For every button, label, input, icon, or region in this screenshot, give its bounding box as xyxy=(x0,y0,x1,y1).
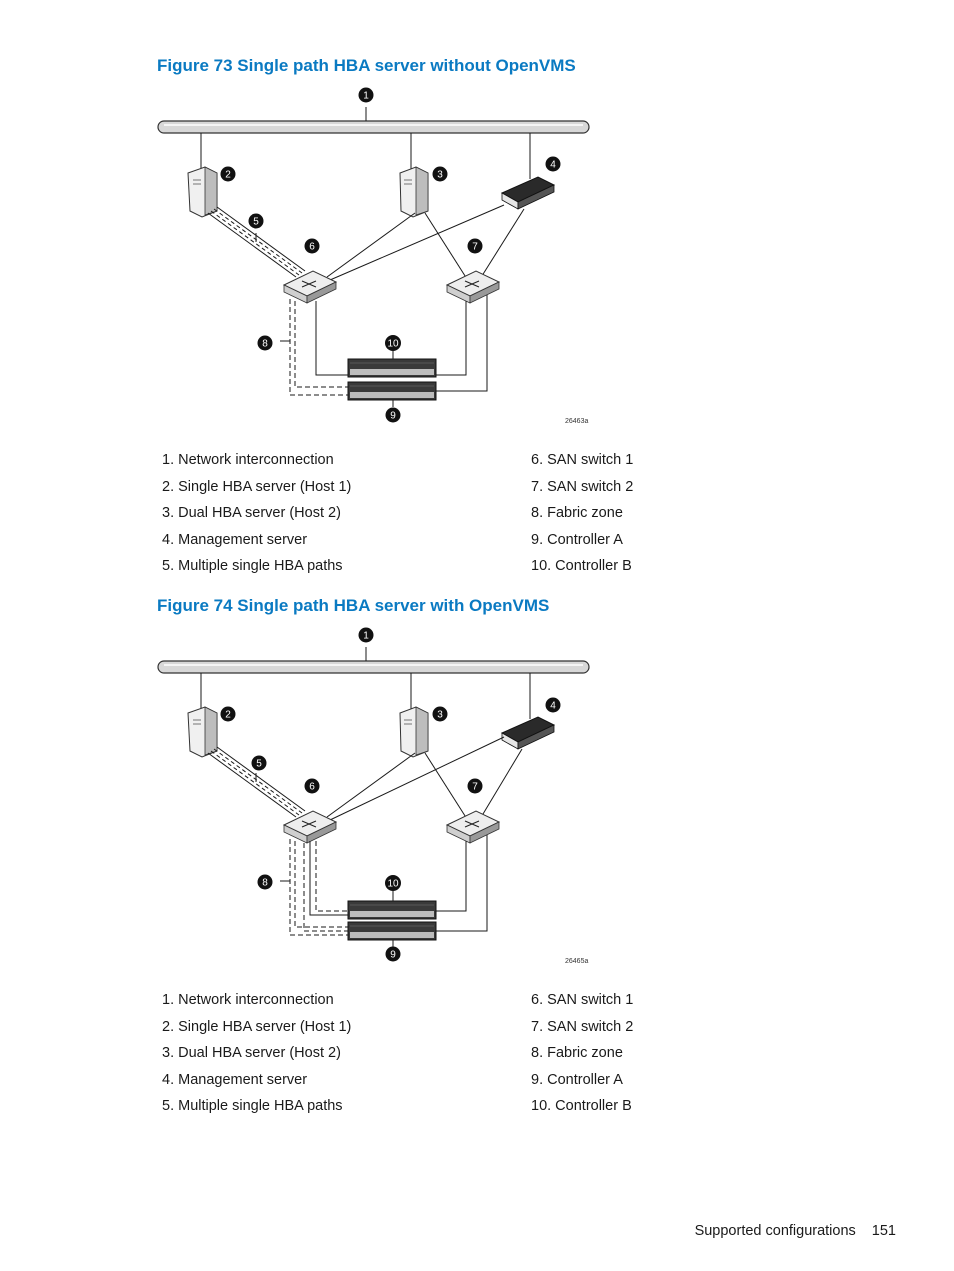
callout-6: 6 xyxy=(304,778,320,794)
callout-8: 8 xyxy=(257,874,273,890)
svg-text:7: 7 xyxy=(472,782,478,793)
legend-item: 10. Controller B xyxy=(531,558,632,574)
network-interconnection-icon xyxy=(157,120,590,134)
network-interconnection-icon xyxy=(157,660,590,674)
legend-item: 2. Single HBA server (Host 1) xyxy=(162,1018,352,1035)
callout-4: 4 xyxy=(545,156,561,172)
legend-item: 4. Management server xyxy=(162,531,308,548)
figure-73-diagram: 1 2 3 4 5 6 7 8 10 9 26463a xyxy=(157,87,590,425)
san-switch-icon xyxy=(445,270,501,304)
tower-server-icon xyxy=(187,166,218,218)
callout-3: 3 xyxy=(432,166,448,182)
callout-8: 8 xyxy=(257,335,273,351)
svg-text:6: 6 xyxy=(309,782,315,793)
svg-text:5: 5 xyxy=(253,217,259,228)
svg-text:2: 2 xyxy=(225,710,231,721)
controller-icon xyxy=(347,381,437,401)
controller-icon xyxy=(347,358,437,378)
figure-id: 26465a xyxy=(565,958,588,965)
controller-icon xyxy=(347,921,437,941)
tower-server-icon xyxy=(187,706,218,758)
page-footer: Supported configurations 151 xyxy=(695,1223,896,1239)
legend-item: 3. Dual HBA server (Host 2) xyxy=(162,1045,341,1061)
footer-section: Supported configurations xyxy=(694,1223,856,1239)
callout-5: 5 xyxy=(251,755,267,771)
legend-item: 8. Fabric zone xyxy=(531,505,623,521)
tower-server-icon xyxy=(399,166,429,218)
callout-1: 1 xyxy=(358,627,374,643)
callout-9: 9 xyxy=(385,407,401,423)
callout-7: 7 xyxy=(467,238,483,254)
svg-text:3: 3 xyxy=(437,170,443,181)
callout-5: 5 xyxy=(248,213,264,229)
legend-item: 8. Fabric zone xyxy=(531,1045,623,1061)
legend-item: 9. Controller A xyxy=(531,1071,623,1088)
svg-text:4: 4 xyxy=(550,701,556,712)
svg-text:1: 1 xyxy=(363,91,369,102)
tower-server-icon xyxy=(399,706,429,758)
svg-text:4: 4 xyxy=(550,160,556,171)
figure-id: 26463a xyxy=(565,418,588,425)
legend-item: 1. Network interconnection xyxy=(162,452,334,468)
legend-item: 10. Controller B xyxy=(531,1098,632,1114)
figure-73-title: Figure 73 Single path HBA server without… xyxy=(157,56,576,75)
svg-text:7: 7 xyxy=(472,242,478,253)
svg-text:6: 6 xyxy=(309,242,315,253)
callout-10: 10 xyxy=(385,335,401,351)
legend-item: 7. SAN switch 2 xyxy=(531,478,634,495)
callout-1: 1 xyxy=(358,87,374,103)
svg-text:3: 3 xyxy=(437,710,443,721)
legend-item: 7. SAN switch 2 xyxy=(531,1018,634,1035)
svg-text:10: 10 xyxy=(387,879,399,890)
san-switch-icon xyxy=(282,270,338,304)
figure-74-title: Figure 74 Single path HBA server with Op… xyxy=(157,596,550,615)
legend-item: 6. SAN switch 1 xyxy=(531,452,634,468)
san-switch-icon xyxy=(445,810,501,844)
management-server-icon xyxy=(500,716,556,750)
legend-item: 5. Multiple single HBA paths xyxy=(162,1098,343,1114)
legend-item: 3. Dual HBA server (Host 2) xyxy=(162,505,341,521)
svg-text:8: 8 xyxy=(262,878,268,889)
svg-text:9: 9 xyxy=(390,950,396,961)
legend-item: 4. Management server xyxy=(162,1071,308,1088)
callout-3: 3 xyxy=(432,706,448,722)
callout-10: 10 xyxy=(385,875,401,891)
legend-item: 2. Single HBA server (Host 1) xyxy=(162,478,352,495)
san-switch-icon xyxy=(282,810,338,844)
callout-2: 2 xyxy=(220,166,236,182)
legend-item: 5. Multiple single HBA paths xyxy=(162,558,343,574)
svg-text:10: 10 xyxy=(387,339,399,350)
legend-item: 9. Controller A xyxy=(531,531,623,548)
legend-item: 6. SAN switch 1 xyxy=(531,992,634,1008)
svg-text:2: 2 xyxy=(225,170,231,181)
callout-6: 6 xyxy=(304,238,320,254)
svg-text:8: 8 xyxy=(262,339,268,350)
svg-text:9: 9 xyxy=(390,411,396,422)
management-server-icon xyxy=(500,176,556,210)
page-number: 151 xyxy=(871,1223,896,1239)
controller-icon xyxy=(347,900,437,920)
callout-2: 2 xyxy=(220,706,236,722)
figure-74-diagram: 1 2 3 4 5 6 7 8 10 9 26465a xyxy=(157,627,590,965)
svg-text:1: 1 xyxy=(363,631,369,642)
svg-text:5: 5 xyxy=(256,759,262,770)
callout-4: 4 xyxy=(545,697,561,713)
legend-item: 1. Network interconnection xyxy=(162,992,334,1008)
callout-7: 7 xyxy=(467,778,483,794)
callout-9: 9 xyxy=(385,946,401,962)
